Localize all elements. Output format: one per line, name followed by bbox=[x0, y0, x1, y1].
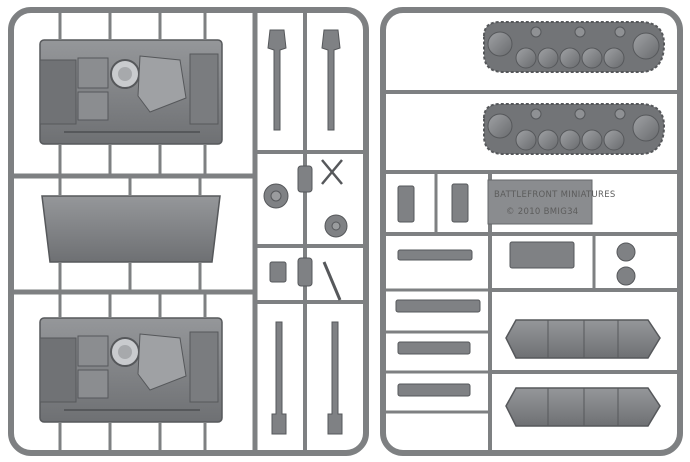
track-assembly-upper bbox=[483, 21, 666, 73]
hull-top-upper bbox=[39, 13, 223, 174]
embossed-label-plate: BATTLEFRONT MINIATURES © 2010 BMIG34 bbox=[487, 179, 616, 225]
left-sprue-frame bbox=[8, 7, 369, 456]
left-sprue bbox=[8, 7, 369, 456]
embossed-text-line2: © 2010 BMIG34 bbox=[506, 207, 579, 217]
gun-barrels-and-small-parts bbox=[263, 29, 348, 435]
right-sprue: BATTLEFRONT MINIATURES © 2010 BMIG34 bbox=[380, 7, 683, 456]
hull-lower-plate bbox=[41, 178, 221, 290]
embossed-text-line1: BATTLEFRONT MINIATURES bbox=[494, 190, 616, 200]
track-assembly-lower bbox=[483, 103, 666, 155]
hull-top-lower bbox=[39, 294, 223, 450]
side-skirt-plates bbox=[505, 319, 661, 427]
small-parts-right bbox=[395, 183, 636, 397]
